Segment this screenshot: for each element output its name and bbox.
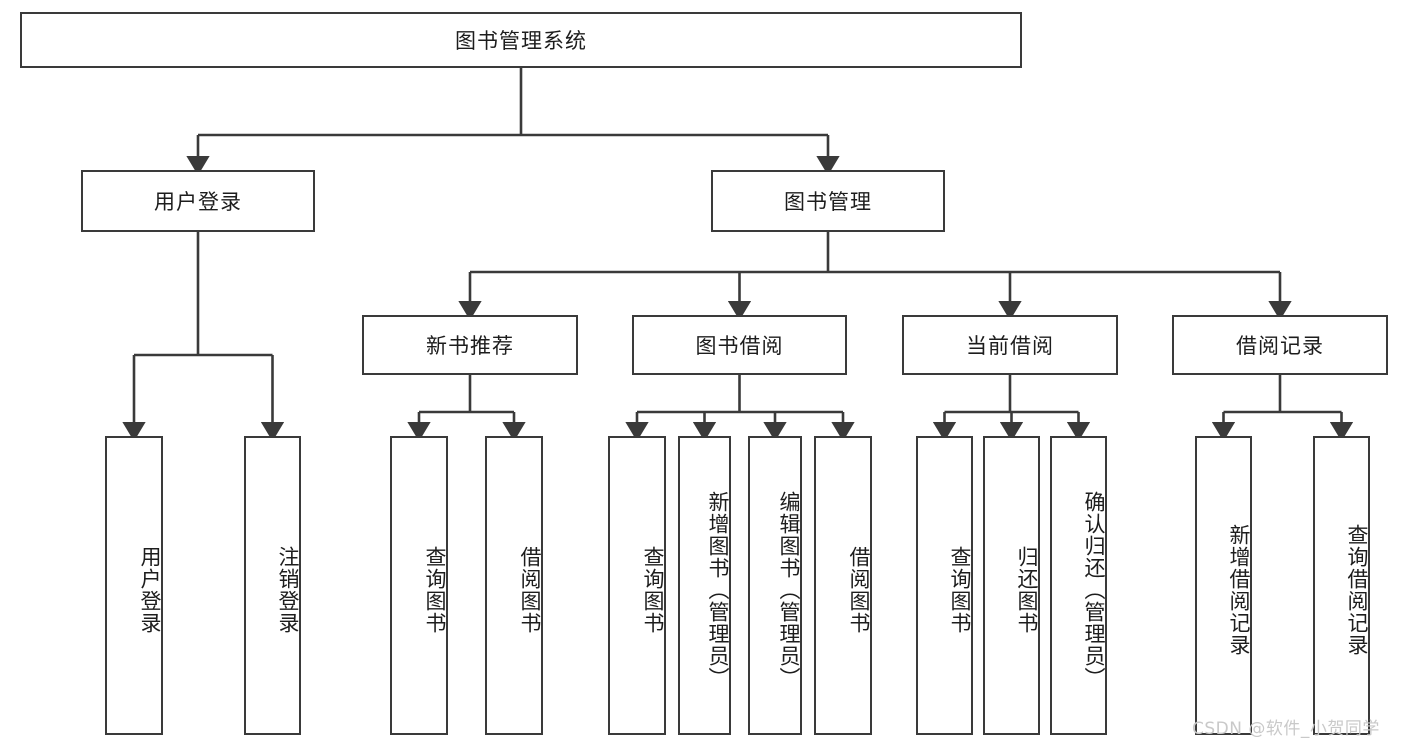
node-label: 注销登录 [276, 545, 300, 634]
node-label: 归还图书 [1015, 545, 1039, 634]
node-label: 当前借阅 [966, 334, 1054, 358]
node-label: 借阅记录 [1236, 334, 1324, 358]
node-label: 新增借阅记录 [1227, 523, 1251, 656]
leaf-query-book-1[interactable]: 查询图书 [390, 436, 448, 735]
node-label: 新增图书（管理员） [706, 490, 730, 689]
leaf-add-record[interactable]: 新增借阅记录 [1195, 436, 1252, 735]
node-book-manage[interactable]: 图书管理 [711, 170, 945, 232]
leaf-confirm-return[interactable]: 确认归还（管理员） [1050, 436, 1107, 735]
node-label: 查询图书 [948, 545, 972, 634]
leaf-query-record[interactable]: 查询借阅记录 [1313, 436, 1370, 735]
node-label: 新书推荐 [426, 334, 514, 358]
node-user-login[interactable]: 用户登录 [81, 170, 315, 232]
node-label: 查询图书 [423, 545, 447, 634]
node-label: 图书管理系统 [455, 29, 587, 53]
node-current-borrow[interactable]: 当前借阅 [902, 315, 1118, 375]
leaf-user-login[interactable]: 用户登录 [105, 436, 163, 735]
leaf-query-book-3[interactable]: 查询图书 [916, 436, 973, 735]
leaf-return-book[interactable]: 归还图书 [983, 436, 1040, 735]
node-label: 确认归还（管理员） [1082, 490, 1106, 689]
node-label: 图书管理 [784, 190, 872, 214]
node-root[interactable]: 图书管理系统 [20, 12, 1022, 68]
node-label: 图书借阅 [695, 334, 784, 358]
node-label: 借阅图书 [518, 545, 542, 634]
node-label: 查询图书 [641, 545, 665, 634]
node-label: 用户登录 [154, 190, 242, 214]
node-label: 编辑图书（管理员） [777, 490, 801, 689]
node-borrow-record[interactable]: 借阅记录 [1172, 315, 1388, 375]
leaf-query-book-2[interactable]: 查询图书 [608, 436, 666, 735]
node-label: 查询借阅记录 [1345, 523, 1369, 656]
leaf-logout[interactable]: 注销登录 [244, 436, 301, 735]
node-label: 借阅图书 [847, 545, 871, 634]
leaf-edit-book[interactable]: 编辑图书（管理员） [748, 436, 802, 735]
node-book-borrow[interactable]: 图书借阅 [632, 315, 847, 375]
node-new-book-rec[interactable]: 新书推荐 [362, 315, 578, 375]
leaf-borrow-book-1[interactable]: 借阅图书 [485, 436, 543, 735]
leaf-borrow-book-2[interactable]: 借阅图书 [814, 436, 872, 735]
node-label: 用户登录 [138, 545, 162, 634]
csdn-watermark: CSDN @软件_小贺同学 [1192, 719, 1380, 739]
leaf-add-book[interactable]: 新增图书（管理员） [678, 436, 731, 735]
